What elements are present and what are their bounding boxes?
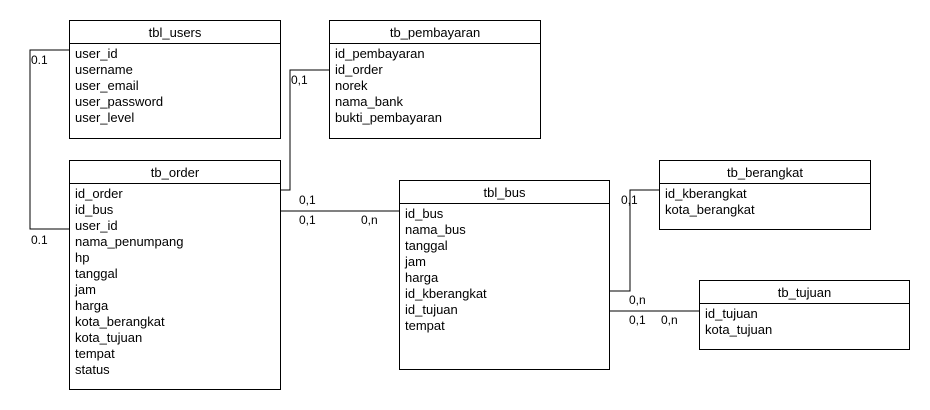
field-harga: harga [405, 270, 439, 285]
field-user-id: user_id [75, 218, 118, 233]
field-id-pembayaran: id_pembayaran [335, 46, 425, 61]
cardinality-bus-from-order: 0,n [361, 213, 378, 227]
cardinality-users-bottom: 0.1 [31, 233, 48, 247]
field-user-level: user_level [75, 110, 135, 125]
field-hp: hp [75, 250, 90, 265]
field-id-tujuan: id_tujuan [705, 306, 758, 321]
entity-fields: id_kberangkat kota_berangkat [660, 184, 870, 218]
cardinality-bus-to-berangkat: 0,n [629, 293, 646, 307]
field-bukti-pembayaran: bukti_pembayaran [335, 110, 442, 125]
field-id-bus: id_bus [405, 206, 444, 221]
field-user-id: user_id [75, 46, 118, 61]
entity-fields: user_id username user_email user_passwor… [70, 44, 280, 126]
field-tempat: tempat [75, 346, 115, 361]
field-tempat: tempat [405, 318, 445, 333]
cardinality-users-top: 0.1 [31, 53, 48, 67]
line-bus-berangkat [610, 189, 660, 292]
cardinality-order-to-pembayaran: 0,1 [299, 193, 316, 207]
field-nama-penumpang: nama_penumpang [75, 234, 184, 249]
entity-tb-order[interactable]: tb_order id_order id_bus user_id nama_pe… [69, 160, 281, 390]
field-jam: jam [405, 254, 426, 269]
entity-title: tb_berangkat [660, 161, 870, 184]
entity-tbl-bus[interactable]: tbl_bus id_bus nama_bus tanggal jam harg… [399, 180, 610, 370]
entity-tbl-users[interactable]: tbl_users user_id username user_email us… [69, 20, 281, 139]
entity-title: tb_pembayaran [330, 21, 540, 44]
entity-fields: id_bus nama_bus tanggal jam harga id_kbe… [400, 204, 609, 334]
field-nama-bank: nama_bank [335, 94, 403, 109]
entity-title: tbl_bus [400, 181, 609, 204]
field-id-kberangkat: id_kberangkat [665, 186, 747, 201]
cardinality-bus-to-tujuan: 0,1 [629, 313, 646, 327]
entity-fields: id_pembayaran id_order norek nama_bank b… [330, 44, 540, 126]
cardinality-order-to-bus: 0,1 [299, 213, 316, 227]
field-harga: harga [75, 298, 109, 313]
field-tanggal: tanggal [75, 266, 118, 281]
line-users-order [29, 49, 70, 230]
field-kota-berangkat: kota_berangkat [75, 314, 165, 329]
field-id-order: id_order [75, 186, 123, 201]
field-nama-bus: nama_bus [405, 222, 466, 237]
cardinality-berangkat-link: 0,1 [621, 193, 638, 207]
field-kota-berangkat: kota_berangkat [665, 202, 755, 217]
field-id-kberangkat: id_kberangkat [405, 286, 487, 301]
entity-fields: id_order id_bus user_id nama_penumpang h… [70, 184, 280, 378]
field-username: username [75, 62, 133, 77]
field-kota-tujuan: kota_tujuan [705, 322, 773, 337]
entity-tb-tujuan[interactable]: tb_tujuan id_tujuan kota_tujuan [699, 280, 910, 350]
field-norek: norek [335, 78, 368, 93]
cardinality-tujuan-link: 0,n [661, 313, 678, 327]
field-tanggal: tanggal [405, 238, 448, 253]
line-order-pembayaran [281, 69, 330, 191]
entity-title: tb_order [70, 161, 280, 184]
entity-tb-pembayaran[interactable]: tb_pembayaran id_pembayaran id_order nor… [329, 20, 541, 139]
entity-fields: id_tujuan kota_tujuan [700, 304, 909, 338]
entity-title: tbl_users [70, 21, 280, 44]
field-kota-tujuan: kota_tujuan [75, 330, 143, 345]
field-id-bus: id_bus [75, 202, 114, 217]
field-id-order: id_order [335, 62, 383, 77]
cardinality-pembayaran-link: 0,1 [291, 73, 308, 87]
field-jam: jam [75, 282, 96, 297]
entity-title: tb_tujuan [700, 281, 909, 304]
field-user-email: user_email [75, 78, 139, 93]
field-id-tujuan: id_tujuan [405, 302, 458, 317]
entity-tb-berangkat[interactable]: tb_berangkat id_kberangkat kota_berangka… [659, 160, 871, 230]
field-user-password: user_password [75, 94, 164, 109]
field-status: status [75, 362, 110, 377]
